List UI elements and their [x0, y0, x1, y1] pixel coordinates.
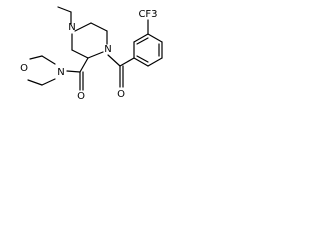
nitrogen-ethyl-label: N: [68, 22, 75, 33]
chemical-structure: N N N O O O CF3: [20, 6, 163, 102]
bond-lines: [27, 6, 163, 91]
nitrogen-morpholine-label: N: [57, 67, 64, 78]
nitrogen-benzoyl-label: N: [104, 44, 111, 55]
trifluoromethyl-label: CF3: [138, 9, 157, 20]
oxygen-benzoyl-carbonyl-label: O: [117, 89, 125, 100]
oxygen-morpholine-label: O: [20, 63, 28, 74]
oxygen-amide-carbonyl-label: O: [77, 91, 85, 102]
